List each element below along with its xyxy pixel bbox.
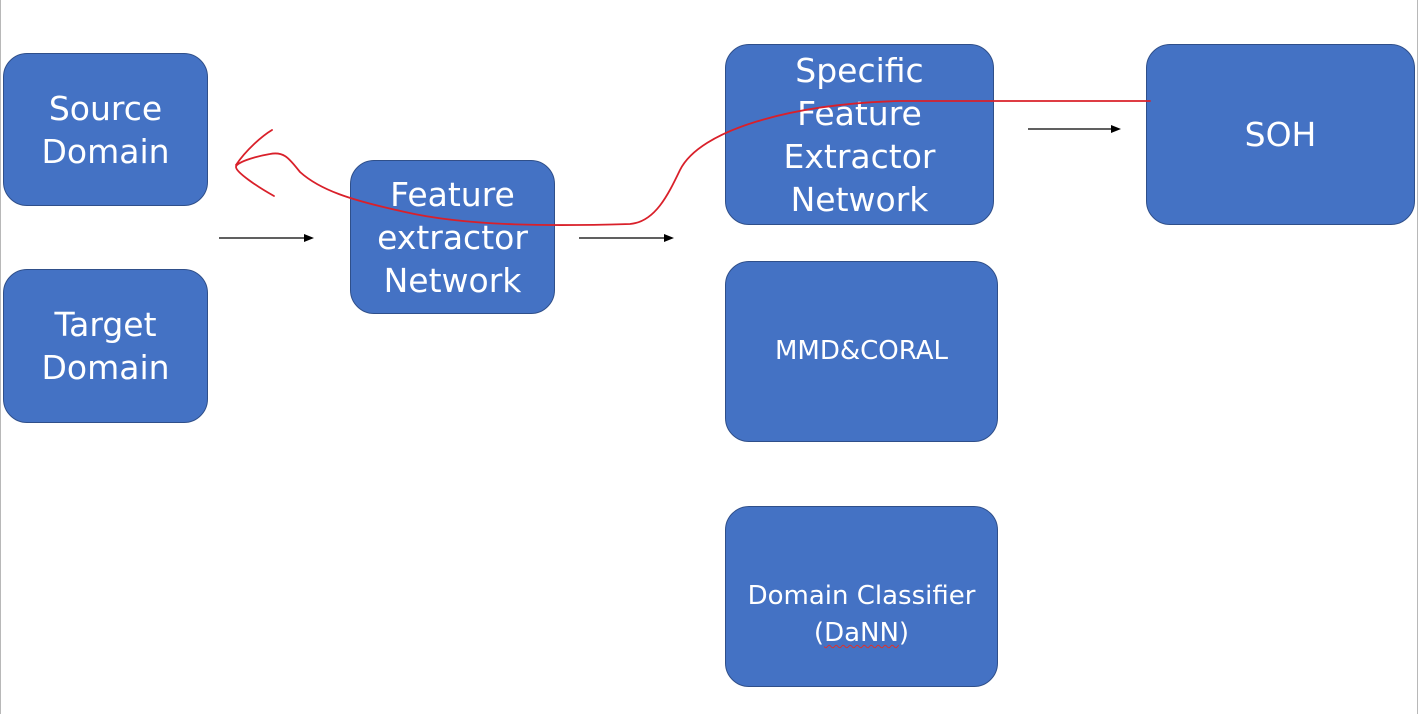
source-domain-node: Source Domain (3, 53, 208, 206)
specific-extractor-node: Specific Feature Extractor Network (725, 44, 994, 225)
arrow-specific-to-soh (1028, 125, 1121, 133)
red-annotation-stroke (235, 100, 1151, 227)
mmd-coral-label: MMD&CORAL (774, 336, 949, 366)
domain-classifier-paren-close: ) (898, 618, 910, 648)
soh-label: SOH (1244, 115, 1317, 154)
arrow-source-to-extractor (219, 234, 314, 242)
feature-extractor-label: Feature extractor Network (377, 174, 528, 300)
arrow-extractor-to-branches (579, 234, 674, 242)
specific-extractor-label: Specific Feature Extractor Network (783, 50, 936, 219)
domain-classifier-line1: Domain Classifier (747, 581, 976, 611)
domain-classifier-label: Domain Classifier (DaNN) (748, 541, 976, 652)
slide-left-border (0, 0, 1, 714)
domain-classifier-paren-open: ( (813, 618, 825, 648)
domain-classifier-node: Domain Classifier (DaNN) (725, 506, 998, 687)
source-domain-label: Source Domain (41, 88, 170, 171)
mmd-coral-node: MMD&CORAL (725, 261, 998, 442)
target-domain-node: Target Domain (3, 269, 208, 423)
feature-extractor-node: Feature extractor Network (350, 160, 555, 314)
domain-classifier-dann: DaNN (824, 618, 899, 648)
soh-node: SOH (1146, 44, 1415, 225)
target-domain-label: Target Domain (41, 305, 170, 387)
slide-right-border (1417, 0, 1418, 714)
